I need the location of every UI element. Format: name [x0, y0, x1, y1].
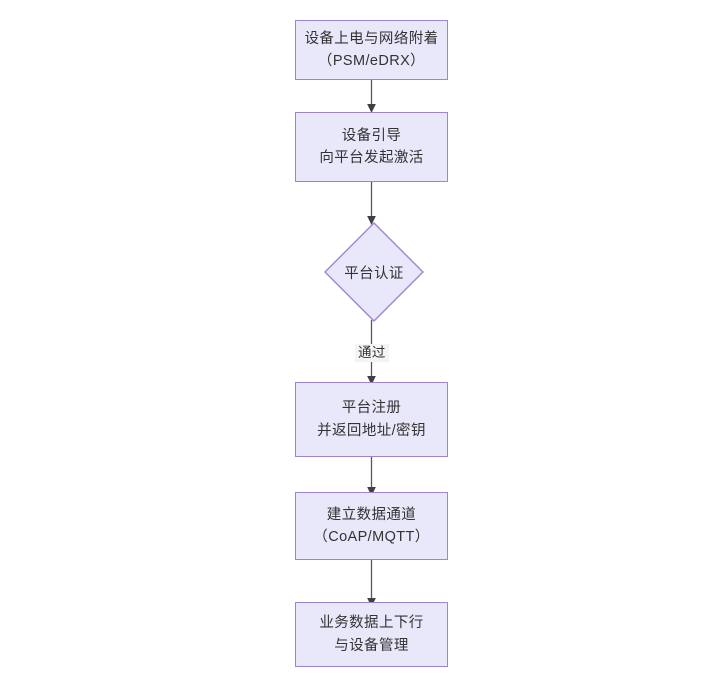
edge-data-channel-to-service-data: [355, 558, 393, 610]
edge-power-on-to-bootstrap: [355, 78, 393, 116]
node-data-channel[interactable]: 建立数据通道 （CoAP/MQTT）: [295, 492, 448, 560]
edge-label-pass: 通过: [355, 344, 389, 363]
node-bootstrap[interactable]: 设备引导 向平台发起激活: [295, 112, 448, 182]
node-platform-auth-label: 平台认证: [344, 265, 404, 282]
node-service-data-line-1: 业务数据上下行: [319, 615, 424, 632]
node-platform-register-line-1: 平台注册: [341, 400, 402, 417]
node-power-on[interactable]: 设备上电与网络附着 （PSM/eDRX）: [295, 20, 448, 80]
node-bootstrap-line-2: 向平台发起激活: [319, 150, 424, 166]
node-service-data[interactable]: 业务数据上下行 与设备管理: [295, 602, 448, 667]
node-bootstrap-line-1: 设备引导: [341, 127, 402, 144]
node-data-channel-line-1: 建立数据通道: [326, 506, 417, 523]
node-platform-register-line-2: 并返回地址/密钥: [317, 422, 426, 439]
node-data-channel-line-2: （CoAP/MQTT）: [313, 529, 430, 545]
node-service-data-line-2: 与设备管理: [334, 637, 409, 654]
node-platform-auth[interactable]: 平台认证: [324, 222, 424, 322]
edge-platform-register-to-data-channel: [355, 455, 393, 499]
node-platform-register[interactable]: 平台注册 并返回地址/密钥: [295, 382, 448, 457]
edge-bootstrap-to-platform-auth: [355, 180, 393, 228]
node-power-on-line-2: （PSM/eDRX）: [317, 53, 426, 69]
node-power-on-line-1: 设备上电与网络附着: [304, 30, 439, 47]
